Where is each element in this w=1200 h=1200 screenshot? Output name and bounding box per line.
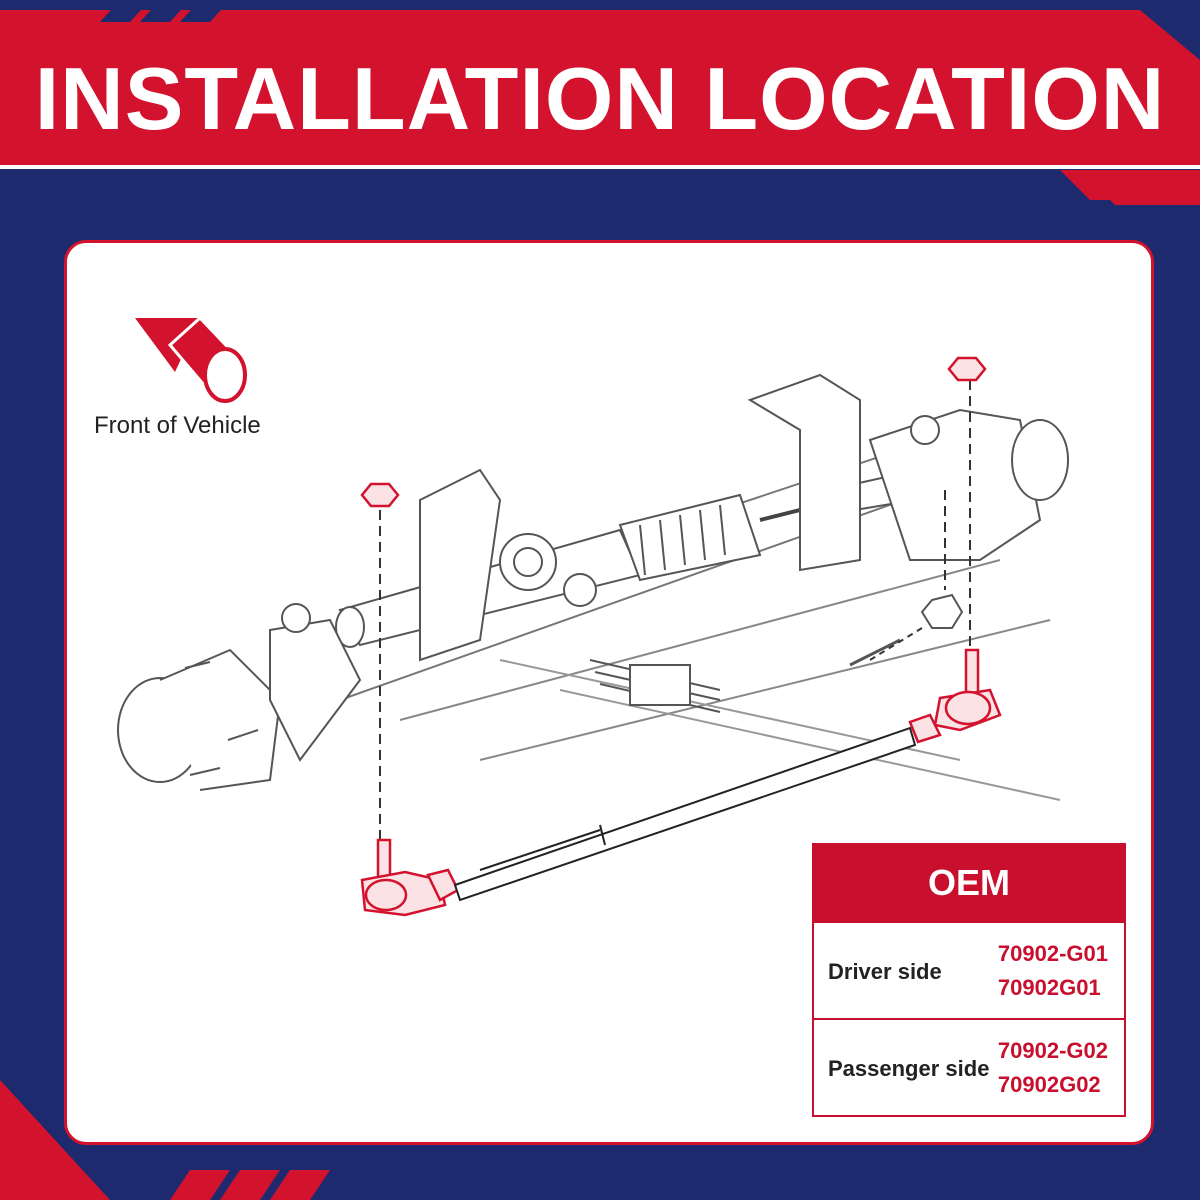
footer-decoration [0, 1080, 330, 1200]
oem-code: 70902-G02 [997, 1038, 1108, 1063]
oem-code: 70902G02 [997, 1072, 1101, 1097]
oem-row-driver: Driver side 70902-G01 70902G01 [814, 921, 1124, 1018]
oem-table: OEM Driver side 70902-G01 70902G01 Passe… [812, 843, 1126, 1117]
oem-header: OEM [814, 845, 1124, 921]
oem-side-label: Driver side [828, 959, 942, 984]
oem-code: 70902-G01 [997, 941, 1108, 966]
front-of-vehicle-label: Front of Vehicle [94, 412, 261, 439]
page-title: INSTALLATION LOCATION [34, 49, 1166, 148]
oem-codes: 70902-G01 70902G01 [998, 937, 1108, 1005]
oem-code: 70902G01 [997, 975, 1101, 1000]
oem-side-label: Passenger side [828, 1056, 990, 1081]
oem-codes: 70902-G02 70902G02 [998, 1034, 1108, 1102]
header-banner [0, 0, 1200, 205]
oem-row-passenger: Passenger side 70902-G02 70902G02 [814, 1018, 1124, 1115]
front-arrow-icon [135, 315, 247, 403]
